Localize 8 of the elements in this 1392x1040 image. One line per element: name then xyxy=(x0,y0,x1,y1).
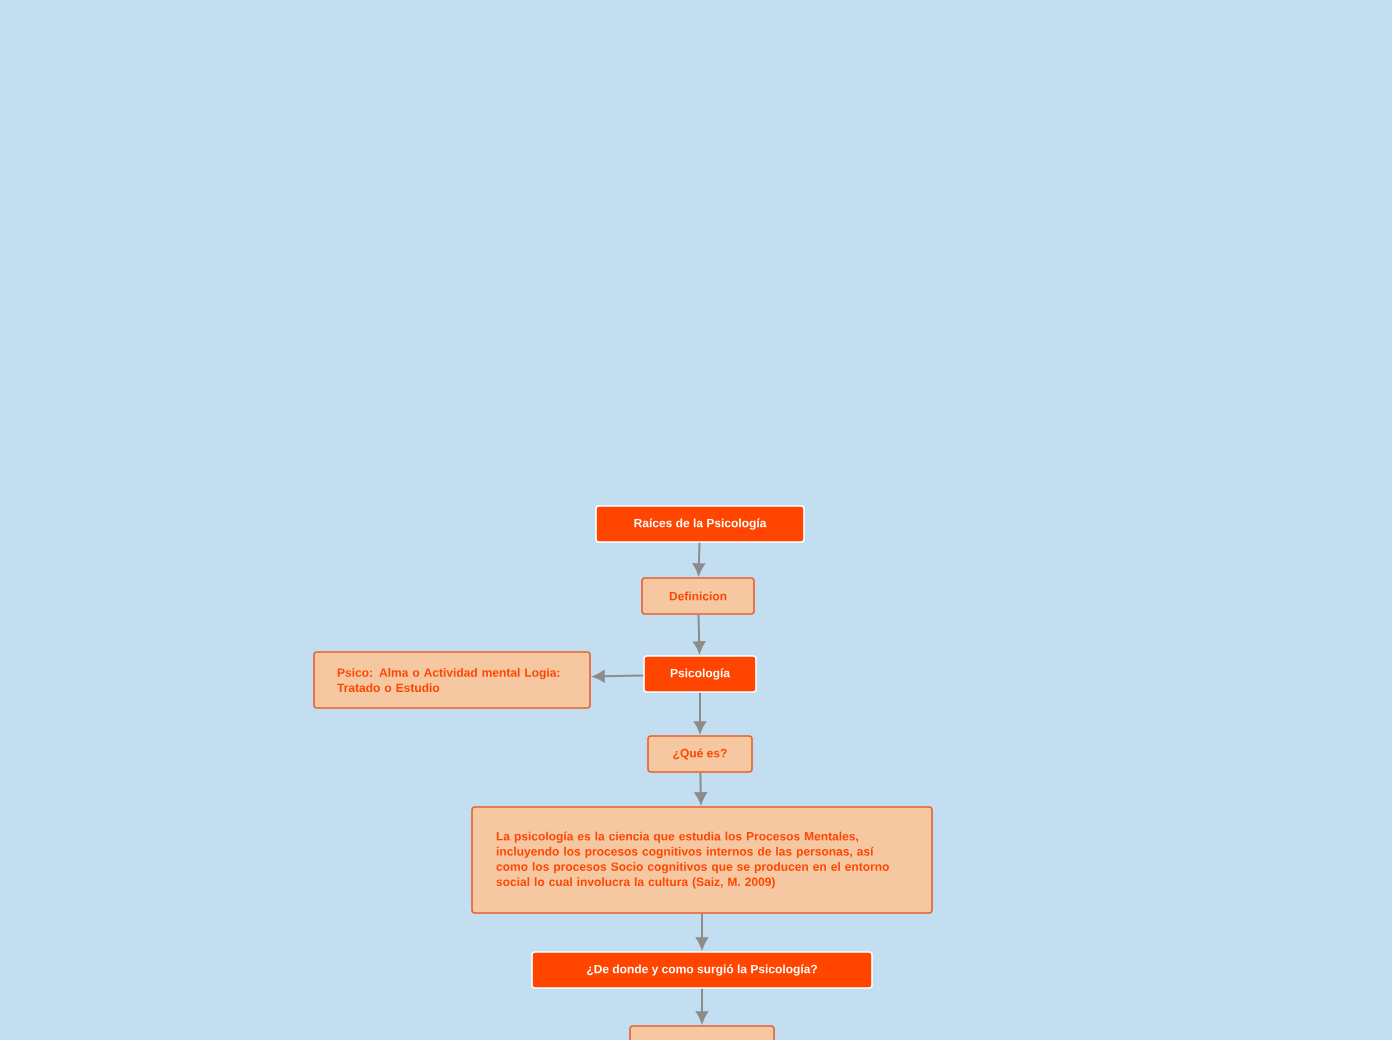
arrow xyxy=(694,691,706,734)
arrow xyxy=(694,771,707,805)
arrow xyxy=(693,613,706,654)
arrow xyxy=(592,670,645,683)
arrow xyxy=(696,912,708,950)
empty-box xyxy=(629,1025,775,1040)
arrow xyxy=(692,541,705,576)
arrow xyxy=(696,987,708,1024)
